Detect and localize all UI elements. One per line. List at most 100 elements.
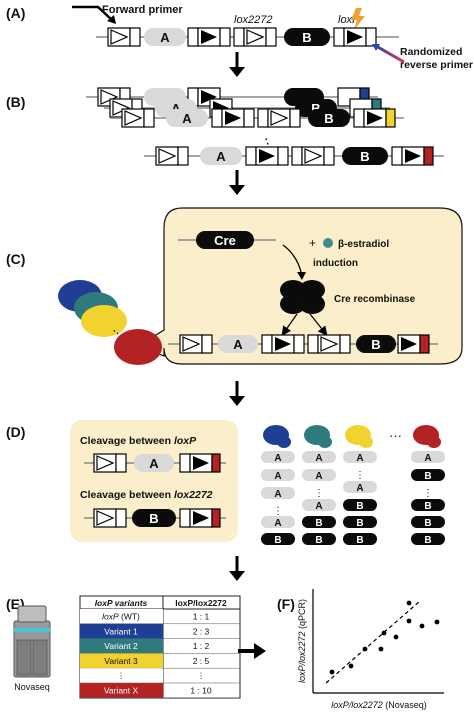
scatter-plot: loxP/lox2272 (qPCR) loxP/lox2272 (Novase… (297, 589, 444, 710)
svg-text:A: A (274, 471, 281, 482)
svg-text:B: B (356, 535, 363, 546)
variant-table: loxP variants loxP/lox2272 loxP (WT)1 : … (79, 595, 241, 699)
variant-name-cell: Variant 3 (104, 656, 138, 666)
svg-text:B: B (324, 111, 333, 126)
svg-text:B: B (274, 535, 281, 546)
novaseq-sequencer: Novaseq (13, 605, 51, 692)
forward-primer-arrow (72, 5, 113, 21)
variant-color-cell (80, 638, 163, 654)
svg-text:⋮: ⋮ (273, 506, 283, 517)
cre-recombinase-label: Cre recombinase (334, 294, 416, 305)
reverse-primer-arrow (375, 44, 405, 64)
red-cell (114, 329, 162, 365)
novaseq-label: Novaseq (14, 682, 50, 692)
table-header-variants: loxP variants (95, 598, 148, 608)
lightning-icon (351, 8, 365, 30)
svg-text:⋮: ⋮ (355, 470, 365, 481)
cre-induction-panel: ⋮ Cre + β-estradiol induction Cre recomb… (58, 207, 463, 365)
svg-text:A: A (274, 453, 281, 464)
svg-text:B: B (424, 518, 431, 529)
cleavage-loxp-label: Cleavage between loxP (80, 435, 197, 447)
svg-text:B: B (356, 501, 363, 512)
ratio-cell: 1 : 10 (190, 686, 212, 696)
forward-primer-label: Forward primer (102, 4, 183, 16)
svg-text:A: A (356, 483, 363, 494)
svg-text:⋮: ⋮ (314, 488, 324, 499)
svg-text:B: B (302, 30, 311, 45)
pill-column-2: A A ⋮ A B B (302, 451, 336, 546)
svg-text:A: A (356, 453, 363, 464)
svg-text:B: B (424, 535, 431, 546)
variant-color-cell (80, 609, 163, 624)
variant-name-cell: ⋮ (117, 671, 126, 681)
ratio-cell: 1 : 1 (193, 612, 210, 622)
cleavage-lox2272-label: Cleavage between lox2272 (80, 489, 213, 501)
ratio-cell: 1 : 2 (193, 641, 210, 651)
variant-name-cell: Variant 1 (104, 626, 138, 636)
svg-text:Cre: Cre (214, 233, 236, 248)
cre-recombinase-icon (280, 280, 325, 314)
reverse-primer-label-2: reverse primer (400, 59, 473, 71)
lox2272-label: lox2272 (234, 14, 273, 26)
svg-text:A: A (182, 111, 192, 126)
variant-ellipsis: ··· (389, 428, 402, 443)
cleavage-panel: Cleavage between loxP A Cleavage between… (70, 420, 445, 546)
forward-primer-arrow-head (107, 15, 116, 24)
variant-color-cell (80, 623, 163, 639)
reverse-primer-label-1: Randomized (400, 46, 462, 58)
element-a (144, 28, 186, 46)
svg-text:B: B (371, 337, 380, 352)
trend-line (325, 600, 421, 684)
y-axis-label: loxP/lox2272 (qPCR) (297, 599, 307, 683)
svg-text:A: A (216, 149, 226, 164)
ratio-cell: ⋮ (197, 671, 206, 681)
svg-text:+: + (309, 236, 316, 250)
pill-column-3: A ⋮ A B B B (343, 451, 377, 546)
svg-text:B: B (315, 518, 322, 529)
variant-name-cell: Variant 2 (104, 641, 138, 651)
variant-color-cell (80, 653, 163, 669)
yeast-cells: ⋮ (58, 280, 127, 342)
svg-text:A: A (315, 453, 322, 464)
svg-text:B: B (315, 535, 322, 546)
svg-text:⋮: ⋮ (423, 488, 433, 499)
induction-label: induction (313, 258, 358, 269)
panel-label-b: (B) (6, 94, 25, 110)
cre-gene (196, 231, 254, 249)
pill-column-x: A B ⋮ B B B (411, 451, 445, 546)
variant-name-cell: Variant X (104, 686, 139, 696)
panel-label-f: (F) (277, 596, 295, 612)
panel-label-a: (A) (6, 5, 25, 21)
svg-text:B: B (311, 101, 320, 116)
svg-text:B: B (149, 511, 158, 526)
svg-text:A: A (171, 101, 181, 116)
panel-label-c: (C) (6, 251, 25, 267)
element-b (284, 28, 330, 46)
svg-text:A: A (424, 453, 431, 464)
svg-text:B: B (424, 501, 431, 512)
svg-text:A: A (315, 471, 322, 482)
svg-text:B: B (356, 518, 363, 529)
svg-text:B: B (360, 149, 369, 164)
svg-text:A: A (160, 30, 170, 45)
variant-name-cell: loxP (WT) (102, 612, 140, 622)
estradiol-label: β-estradiol (338, 239, 389, 250)
svg-text:B: B (424, 471, 431, 482)
variant-color-cell (80, 683, 163, 698)
construct-library: A B A B (86, 87, 444, 166)
construct-a: Forward primer lox2272 loxP A B Randomiz… (72, 4, 473, 71)
table-rows: loxP (WT) 1 : 1 Variant 1 2 : 3 Variant 2 1 :… (80, 609, 240, 699)
panel-label-d: (D) (6, 424, 25, 440)
svg-text:A: A (274, 518, 281, 529)
variant-color-cell (80, 668, 163, 683)
svg-text:A: A (149, 456, 159, 471)
ratio-cell: 2 : 3 (193, 626, 210, 636)
x-axis-label: loxP/lox2272 (Novaseq) (331, 700, 427, 710)
svg-text:A: A (233, 337, 243, 352)
estradiol-dot (323, 238, 333, 248)
svg-text:A: A (315, 501, 322, 512)
pill-column-1: A A A ⋮ A B (261, 451, 295, 546)
ratio-cell: 2 : 5 (193, 656, 210, 666)
svg-text:A: A (274, 489, 281, 500)
